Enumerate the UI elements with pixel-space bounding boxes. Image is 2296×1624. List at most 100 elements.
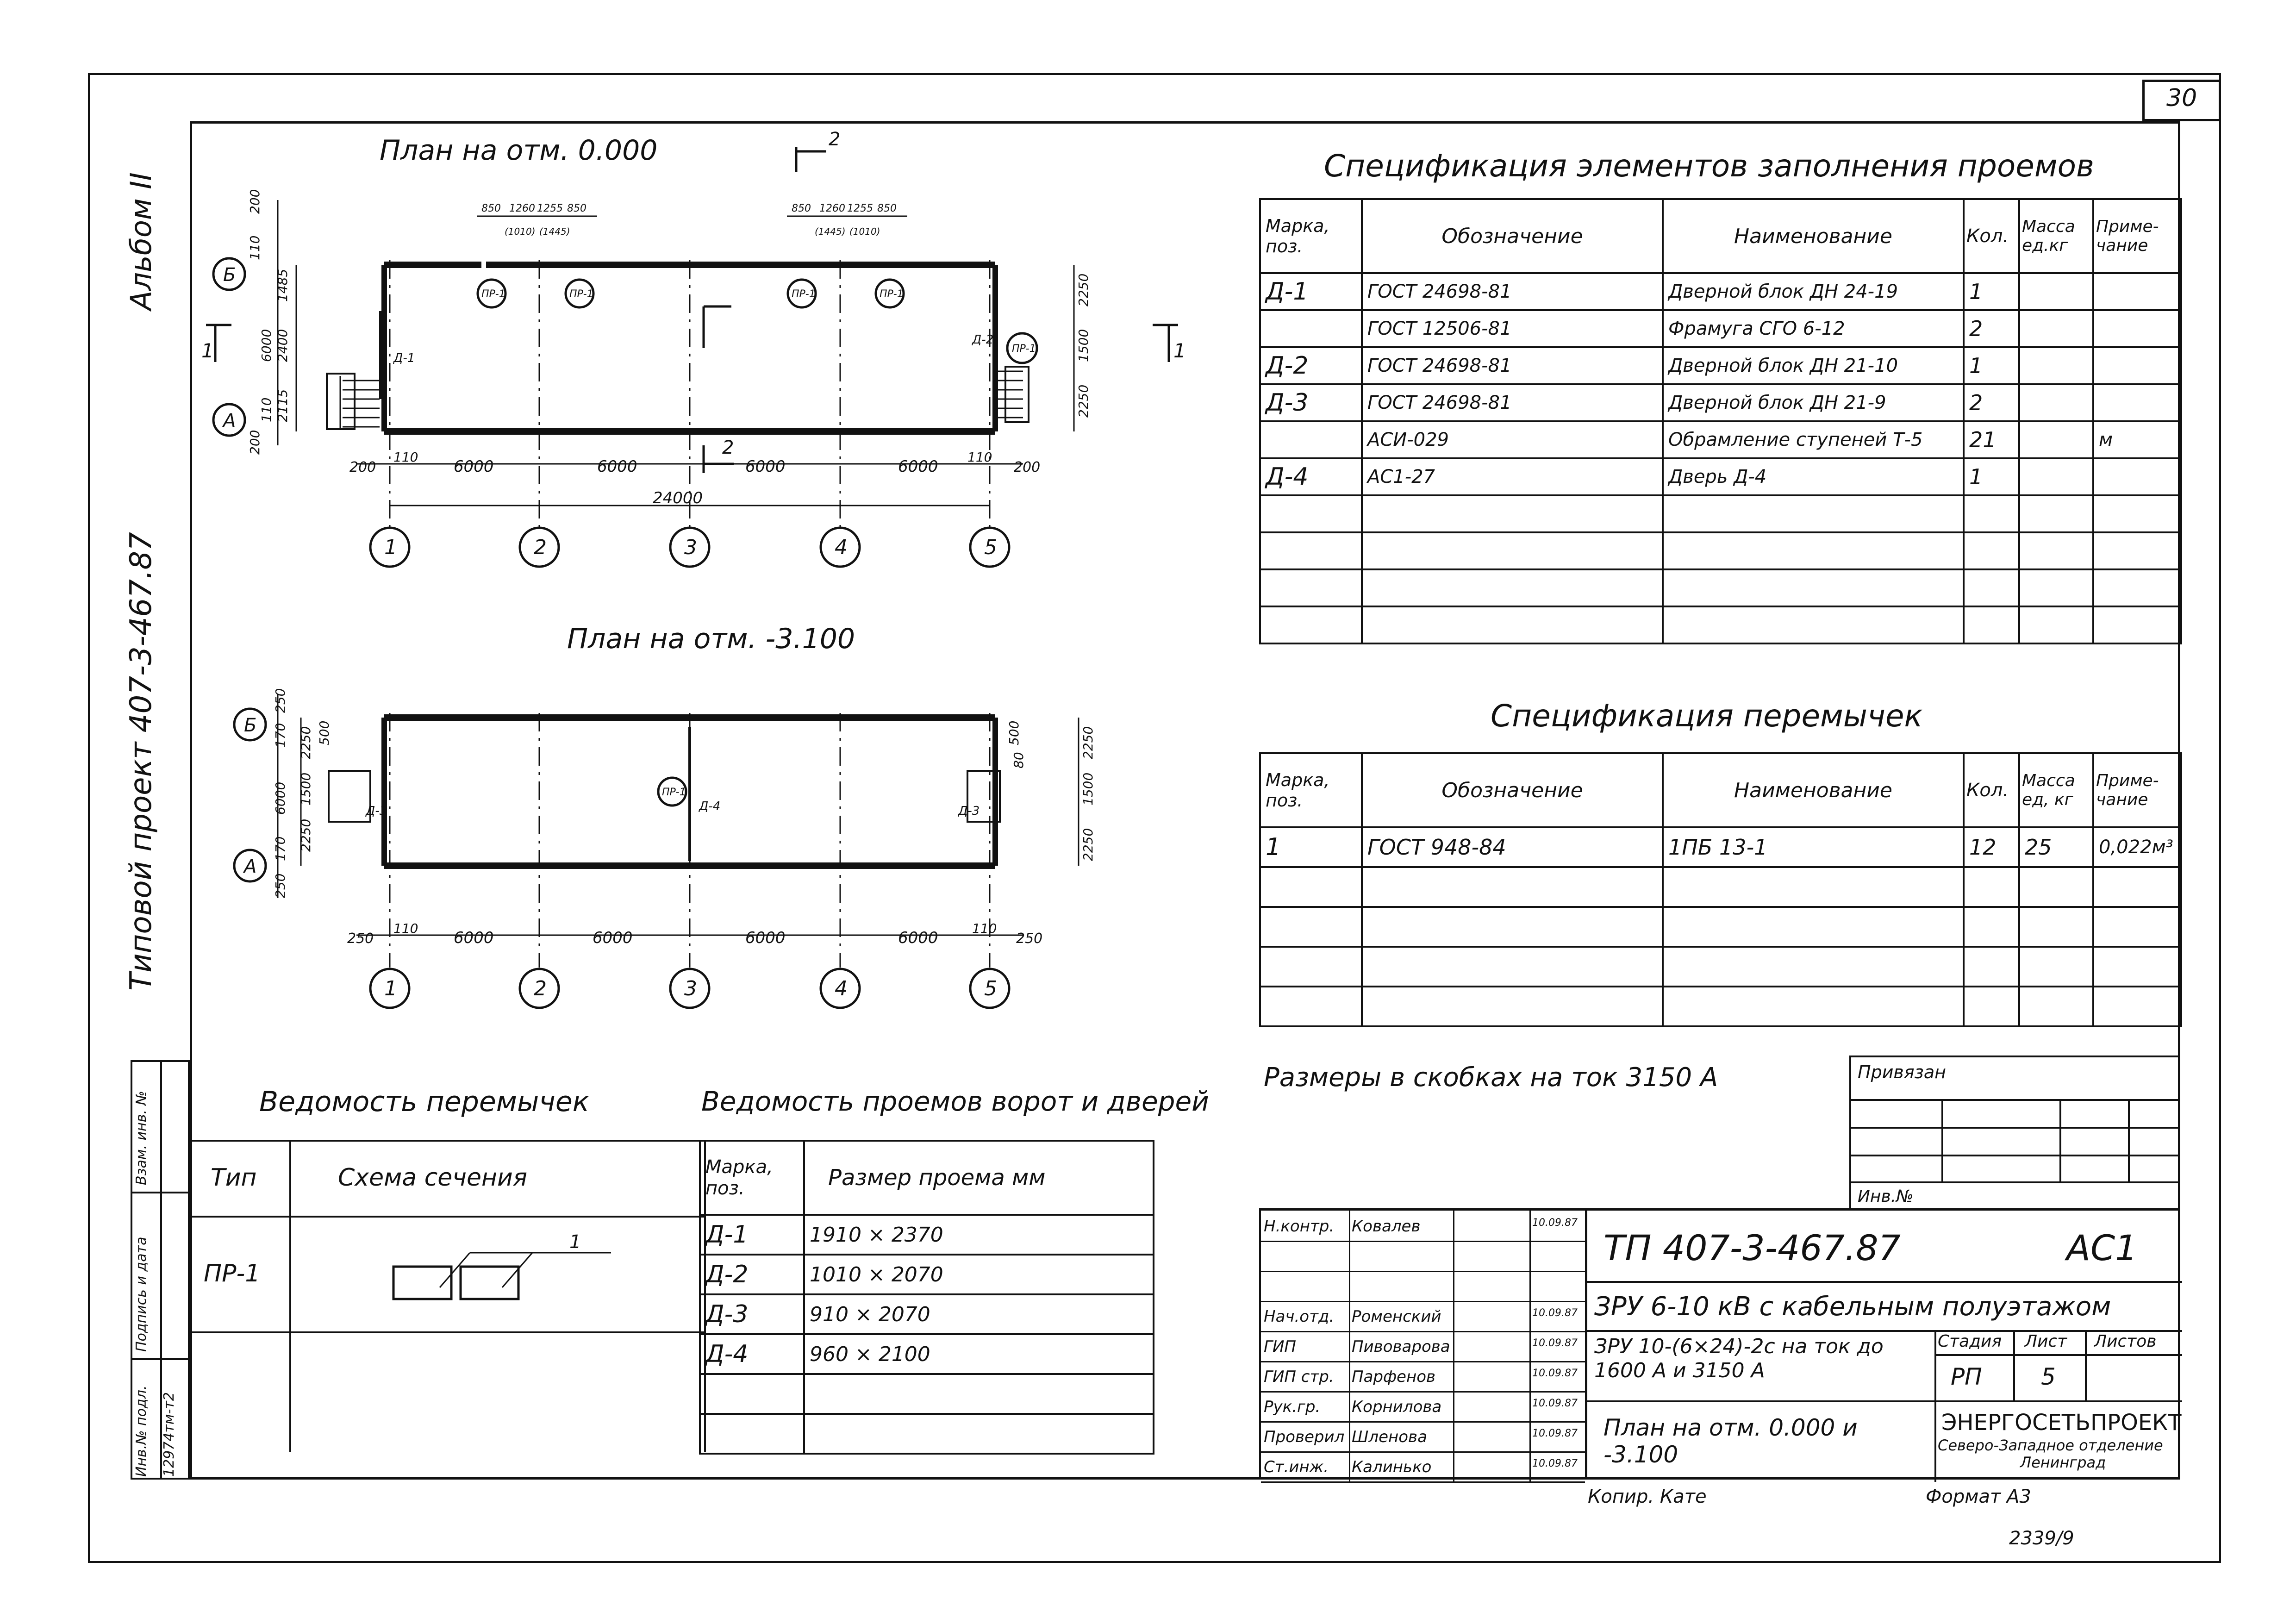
openings-row-cell: Д-1 [699,1214,805,1255]
plan1-axis-B: Б [223,264,236,286]
plan1-dim-b0: 200 [349,459,376,475]
plan1-dim-l6: 110 [259,398,274,422]
spec-openings-row-cell [1963,568,2020,607]
spec-lintels-row-cell [2092,906,2182,948]
spec-lintels-row-cell: 1ПБ 13-1 [1662,826,1965,868]
openings-row-cell [699,1413,805,1455]
plan2-dim-b6: 110 [972,921,997,936]
openings-row-cell: Д-3 [699,1293,805,1335]
plan2-dim-s0: 500 [317,721,332,745]
openings-row [699,1373,1154,1415]
spec-openings-row-cell [2092,346,2182,385]
margin-sign: Подпись и дата [133,1237,150,1352]
plan1-axis-4: 4 [835,536,848,559]
stamp-person-cell: Н.контр. [1264,1217,1335,1236]
stamp-person-cell: 10.09.87 [1532,1217,1578,1229]
album-label: Альбом II [124,172,158,310]
openings-row-cell [699,1373,805,1415]
plan1-section-mark-top: 2 [829,129,840,150]
spec-openings-row-cell [1662,568,1965,607]
spec-openings-row-cell [2018,420,2094,459]
plan2-axis-A: А [243,856,256,877]
spec-openings-row-cell [2018,568,2094,607]
spec-openings-row [1259,568,2182,607]
spec-openings-row-cell: 2 [1963,309,2020,348]
spec-lintels-row-cell: 12 [1963,826,2020,868]
plan2-dim-l0: 250 [273,688,288,713]
spec-openings-row-cell: 2 [1963,383,2020,422]
spec-lintels-row-cell [2018,866,2094,908]
openings-row-cell: Д-2 [699,1254,805,1295]
plan2-dim-b0: 250 [347,931,374,947]
spec-lintels-row-cell [2018,946,2094,987]
spec-lintels-row-cell [1361,946,1664,987]
lintel-sheet-h1: Схема сечения [338,1164,528,1192]
spec-lintels-row-cell [1963,906,2020,948]
plan2-dim-b4: 6000 [745,929,786,947]
plan1-dim-l5: 2115 [275,389,290,422]
spec-openings-row-cell [1259,606,1363,644]
stamp-person-cell: 10.09.87 [1532,1458,1578,1469]
spec-lintels-row-cell [2092,946,2182,987]
spec-lintels-h4: Масса ед, кг [2018,752,2094,828]
spec-openings-row-cell [2092,568,2182,607]
plan1-dim-b3: 6000 [597,457,637,476]
plan1-axis-A: А [222,410,236,431]
spec-lintels-row-cell [2092,986,2182,1027]
stamp-person-cell: Корнилова [1352,1398,1442,1416]
stamp-sheet-title: План на отм. 0.000 и -3.100 [1603,1414,1858,1468]
bound-block: Привязан Инв.№ [1849,1056,2180,1208]
spec-lintels-h3: Кол. [1963,752,2020,828]
spec-openings-row-cell [1259,531,1363,570]
stamp-org-branch: Северо-Западное отделение [1938,1437,2163,1454]
dimension-note: Размеры в скобках на ток 3150 А [1264,1062,1718,1093]
spec-openings-row-cell: ГОСТ 12506-81 [1361,309,1664,348]
spec-lintels-row-cell [1361,906,1664,948]
spec-openings-h4: Масса ед.кг [2018,198,2094,274]
spec-openings-row-cell: 21 [1963,420,2020,459]
spec-openings-row-cell [2092,272,2182,311]
stamp-object: ЗРУ 6-10 кВ с кабельным полуэтажом [1594,1292,2111,1322]
spec-lintels-row-cell: 25 [2018,826,2094,868]
stamp-person-cell: 10.09.87 [1532,1368,1578,1379]
spec-lintels-row-cell [1662,986,1965,1027]
lintel-sheet-h0: Тип [211,1164,257,1192]
plan2-dim-l1: 170 [273,723,288,748]
margin-inv-value: 12974тм-т2 [161,1392,177,1477]
spec-openings-row-cell [1259,494,1363,533]
spec-openings-h2: Наименование [1662,198,1965,274]
spec-openings-h3: Кол. [1963,198,2020,274]
plan2-axis-5: 5 [984,977,997,1000]
plan2-axis-1: 1 [384,977,397,1000]
plan1-lintel-tag-5: ПР-1 [1012,343,1036,355]
spec-openings-row-cell [1259,309,1363,348]
spec-lintels-title: Спецификация перемычек [1491,698,1923,734]
stamp-person-cell: Ковалев [1352,1217,1421,1236]
stamp-person-cell: Шленова [1352,1428,1427,1446]
spec-openings-row-cell: ГОСТ 24698-81 [1361,383,1664,422]
spec-openings-row-cell: АСИ-029 [1361,420,1664,459]
plan2-lintel-tag: ПР-1 [662,787,686,798]
spec-openings-title: Спецификация элементов заполнения проемо… [1324,148,2094,184]
plan1-dim-b7: 200 [1014,459,1040,475]
spec-lintels-h2: Наименование [1662,752,1965,828]
plan1-dim-top-r1: 1260 [819,203,845,214]
openings-sheet-title: Ведомость проемов ворот и дверей [701,1086,1209,1117]
bound-inv: Инв.№ [1858,1187,1914,1206]
plan1-axis-5: 5 [984,536,997,559]
lintel-section-scheme: 1 [392,1234,611,1300]
plan2-door-d3-left: Д-3 [365,804,387,818]
spec-lintels-row-cell [1963,866,2020,908]
spec-openings-row-cell: Д-2 [1259,346,1363,385]
plan2-dim-b7: 250 [1016,931,1042,947]
spec-openings-row-cell: м [2092,420,2182,459]
spec-openings-row-cell [1259,568,1363,607]
plan1-lintel-tag-1: ПР-1 [481,288,505,300]
openings-row-cell: Д-4 [699,1333,805,1375]
spec-lintels-row-cell: 0,022м³ [2092,826,2182,868]
plan2-door-d3-right: Д-3 [958,804,980,818]
spec-openings-row-cell: Дверной блок ДН 21-9 [1662,383,1965,422]
spec-lintels-row [1259,906,2182,948]
